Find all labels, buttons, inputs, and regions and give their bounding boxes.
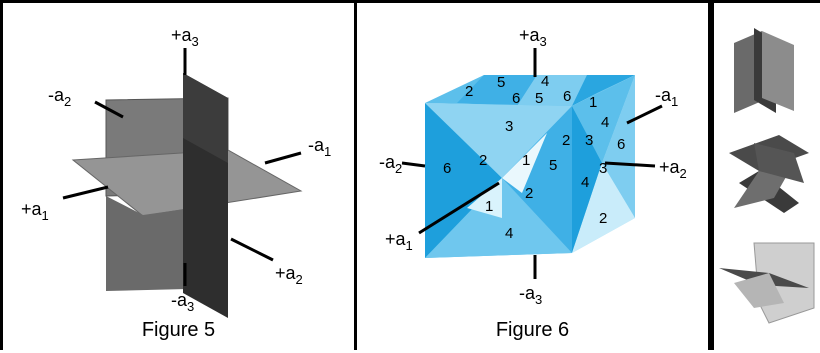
- figure5-vertical-plane-front: [183, 128, 228, 318]
- figure6-top-tri-1: [457, 75, 537, 106]
- figure6-region-number: 3: [585, 132, 593, 149]
- figure6-region-number: 4: [601, 114, 609, 131]
- figure6-region-number: 4: [541, 73, 549, 90]
- figure7-diagram: [719, 28, 815, 324]
- figure6-region-number: 5: [549, 157, 557, 174]
- figure6-region-number: 3: [599, 160, 607, 177]
- figure6-top-tri-2: [517, 75, 587, 106]
- figure5-axis-a2-neg: [94, 100, 124, 119]
- figure5-panel: +a3 -a3 -a1 +a1 -a2 +a2 Figure 5: [0, 0, 357, 350]
- figure5-caption: Figure 5: [141, 319, 216, 341]
- figure6-top-tri-3: [572, 75, 635, 106]
- figure6-axis-a2-pos: [604, 161, 656, 168]
- figure6-region-number: 6: [512, 90, 520, 107]
- figure6-front-bottom: [425, 178, 572, 258]
- figure6-axis-a1-pos: [418, 181, 500, 235]
- figure6-axis-a2-neg: [401, 161, 426, 168]
- figure6-right-tri-4: [572, 163, 635, 253]
- figure6-front-pale-center: [502, 133, 547, 193]
- figure6-label-pos-a3: +a3: [519, 25, 547, 49]
- figure6-right-tri-1: [572, 75, 635, 163]
- figure6-region-number: 5: [497, 74, 505, 91]
- figure6-right-tri-2: [572, 106, 602, 253]
- figure6-region-number: 2: [562, 132, 570, 149]
- horizontal-planes-icon: [719, 242, 815, 324]
- figure6-region-number: 6: [443, 160, 451, 177]
- figure6-region-number: 4: [505, 225, 513, 242]
- figure6-region-number: 2: [599, 210, 607, 227]
- figure6-region-number: 6: [563, 88, 571, 105]
- figure7-panel: [711, 0, 820, 350]
- figure6-label-neg-a2: -a2: [379, 152, 402, 176]
- figure6-region-number: 2: [525, 185, 533, 202]
- figure5-label-neg-a1: -a1: [308, 135, 331, 159]
- figure6-region-number: 4: [581, 174, 589, 191]
- figure5-label-pos-a1: +a1: [21, 199, 49, 223]
- figure6-region-number: 1: [522, 152, 530, 169]
- figure5-label-pos-a2: +a2: [275, 263, 303, 287]
- figure6-region-number: 1: [485, 198, 493, 215]
- figure6-region-number: 5: [535, 90, 543, 107]
- figure5-label-neg-a2: -a2: [48, 85, 71, 109]
- figure6-region-number: 1: [589, 94, 597, 111]
- figure5-label-pos-a3: +a3: [171, 25, 199, 49]
- figure6-axis-a1-neg: [626, 104, 663, 125]
- figure6-diagram: +a3 -a3 -a1 +a1 -a2 +a2 2 5 4 6 5 6 1 3 …: [379, 25, 687, 307]
- figure6-panel: +a3 -a3 -a1 +a1 -a2 +a2 2 5 4 6 5 6 1 3 …: [357, 0, 711, 350]
- figure5-axis-a1-pos: [62, 185, 109, 200]
- figure5-vertical-plane-top: [183, 73, 228, 163]
- figure6-label-pos-a2: +a2: [659, 157, 687, 181]
- figure5-axis-a2-pos: [230, 237, 274, 262]
- figure6-right-tri-3: [602, 75, 635, 218]
- figure6-region-number: 2: [465, 83, 473, 100]
- figure6-caption: Figure 6: [495, 319, 570, 341]
- vertical-planes-icon: [734, 28, 794, 113]
- figure6-front-right: [502, 106, 572, 253]
- figure6-region-number: 3: [505, 118, 513, 135]
- figure6-front-left-dark: [425, 103, 502, 258]
- figure6-front-top: [425, 103, 572, 178]
- figure6-region-number: 6: [617, 136, 625, 153]
- crossed-planes-icon: [729, 135, 809, 213]
- figure6-label-neg-a1: -a1: [655, 85, 678, 109]
- figure6-region-number: 2: [479, 152, 487, 169]
- figure6-label-pos-a1: +a1: [385, 229, 413, 253]
- figure5-axis-a1-neg: [264, 151, 302, 165]
- figure6-label-neg-a3: -a3: [519, 283, 542, 307]
- figure5-diagram: +a3 -a3 -a1 +a1 -a2 +a2: [21, 25, 331, 318]
